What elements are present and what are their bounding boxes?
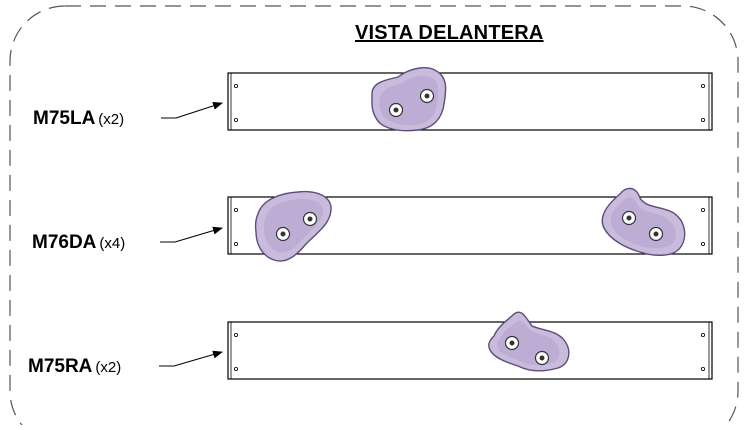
bolt-hole [701, 118, 706, 123]
bolt-hole [233, 207, 238, 212]
climbing-hold [601, 187, 686, 256]
bolt-hole [701, 366, 706, 371]
bolt-hole [233, 366, 238, 371]
part-label-m76da: M76DA(x4) [32, 232, 125, 254]
leader-line-m75la [161, 101, 223, 119]
bolt-hole [233, 84, 238, 89]
part-label-m75la: M75LA(x2) [33, 108, 124, 130]
part-quantity: (x4) [99, 235, 126, 252]
leader-line-m76da [160, 226, 223, 243]
bolt-hole [701, 84, 706, 89]
part-quantity: (x2) [95, 359, 122, 376]
part-code: M76DA [32, 232, 97, 253]
part-label-m75ra: M75RA(x2) [28, 356, 121, 378]
panel-board [227, 72, 713, 131]
climbing-hold [371, 66, 447, 132]
panel-m76da [227, 187, 713, 262]
bolt-hole [701, 332, 706, 337]
climbing-hold [254, 190, 332, 262]
part-code: M75LA [33, 108, 96, 129]
bolt-hole [701, 207, 706, 212]
bolt-hole [233, 241, 238, 246]
dashed-border [9, 5, 739, 430]
panel-board [227, 321, 713, 380]
leader-line-m75ra [159, 350, 223, 367]
climbing-hold [488, 311, 570, 372]
bolt-hole [233, 332, 238, 337]
part-code: M75RA [28, 356, 93, 377]
panel-m75ra [227, 311, 713, 380]
view-title: VISTA DELANTERA [355, 22, 544, 44]
bolt-hole [233, 118, 238, 123]
panel-m75la [227, 66, 713, 132]
bolt-hole [701, 241, 706, 246]
part-quantity: (x2) [98, 111, 125, 128]
